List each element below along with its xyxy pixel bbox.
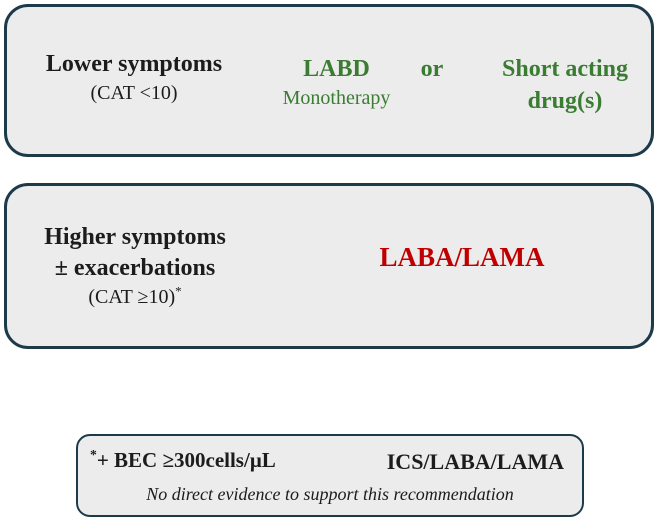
bec-condition-text: + BEC ≥300cells/μL [96,448,276,472]
exacerbations-line: ± exacerbations [54,255,216,282]
or-connector: or [420,56,444,82]
higher-symptoms-title: Higher symptoms [44,224,226,250]
higher-symptoms-box: Higher symptoms ± exacerbations (CAT ≥10… [4,183,654,349]
monotherapy-label: Monotherapy [282,87,391,110]
bec-footnote-box: *+ BEC ≥300cells/μL ICS/LABA/LAMA No dir… [76,434,584,517]
lower-symptoms-group-label: Lower symptoms (CAT <10) [19,49,249,106]
bec-condition: *+ BEC ≥300cells/μL [90,448,276,473]
short-acting-option: Short acting drug(s) [475,53,655,118]
cat-score-lower: (CAT <10) [90,82,178,105]
higher-symptoms-group-label: Higher symptoms ± exacerbations (CAT ≥10… [15,222,255,310]
no-evidence-note: No direct evidence to support this recom… [146,484,514,504]
cat-score-higher: (CAT ≥10)* [15,284,255,310]
short-acting-line2: drug(s) [527,88,603,115]
lower-symptoms-box: Lower symptoms (CAT <10) LABD Monotherap… [4,4,654,157]
footnote-asterisk: * [175,283,182,299]
ics-laba-lama-treatment: ICS/LABA/LAMA [386,449,564,474]
laba-lama-treatment: LABA/LAMA [379,242,545,272]
labd-label: LABD [303,56,370,82]
cat-score-higher-text: (CAT ≥10) [88,286,176,309]
short-acting-line1: Short acting [502,56,628,82]
footnote-asterisk-ref: * [90,447,97,462]
lower-symptoms-title: Lower symptoms [45,51,223,77]
labd-monotherapy-option: LABD Monotherapy [269,53,404,112]
